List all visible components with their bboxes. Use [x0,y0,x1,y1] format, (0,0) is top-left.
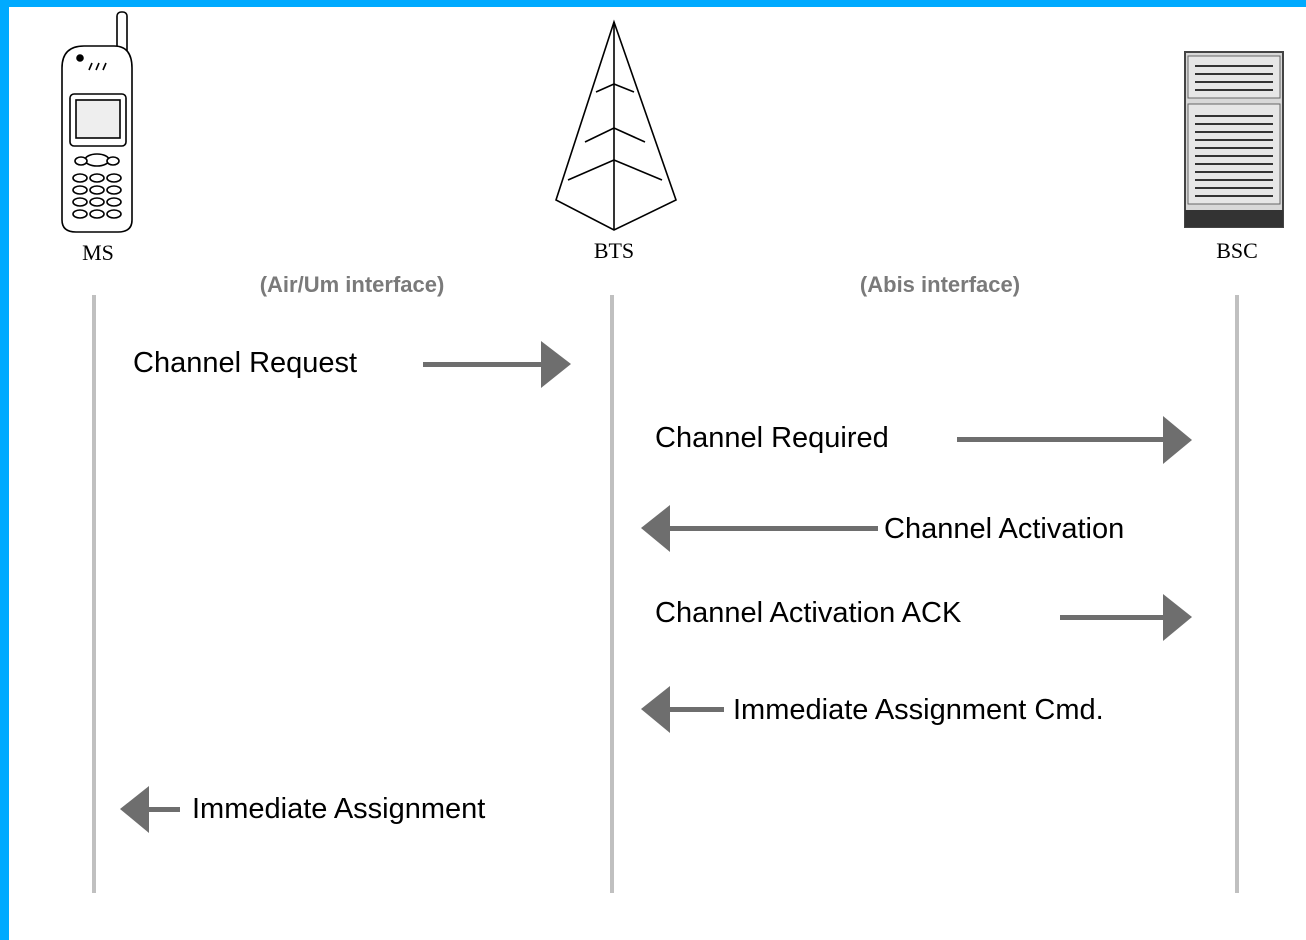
ms-label: MS [82,240,114,265]
msg-channel-activation: Channel Activation [884,513,1125,545]
channel-required-arrow [957,416,1192,464]
abis-interface-label: (Abis interface) [859,272,1021,297]
immediate-assignment-cmd-arrow [641,686,724,733]
msg-immediate-assignment: Immediate Assignment [192,793,486,825]
msg-channel-activation-ack: Channel Activation ACK [655,597,962,629]
msg-immediate-assignment-cmd: Immediate Assignment Cmd. [733,694,1104,726]
msg-channel-request: Channel Request [133,347,358,379]
channel-request-arrow [423,341,571,388]
antenna-tower-icon [555,19,677,231]
mobile-phone-icon [61,11,133,233]
immediate-assignment-arrow [120,786,180,833]
channel-activation-arrow [641,505,878,552]
air-interface-label: (Air/Um interface) [259,272,445,297]
msg-channel-required: Channel Required [655,422,889,454]
bts-label: BTS [593,238,635,263]
server-cabinet-icon [1184,51,1284,228]
bsc-label: BSC [1216,238,1258,263]
channel-activation-ack-arrow [1060,594,1192,641]
